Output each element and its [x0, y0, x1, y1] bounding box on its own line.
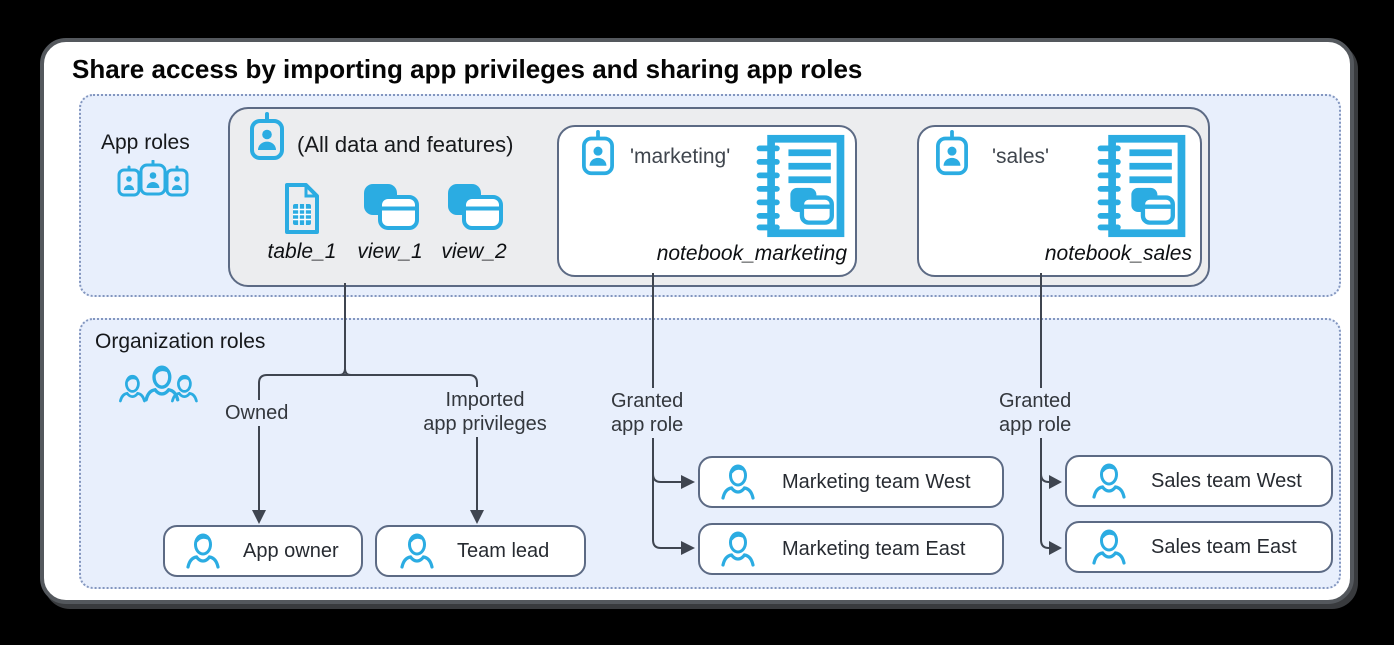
person-icon	[1092, 529, 1126, 565]
item-label: table_1	[267, 240, 337, 263]
person-icon	[400, 533, 434, 569]
person-icon	[186, 533, 220, 569]
org-role-label: Team lead	[457, 539, 550, 562]
org-role-box-marketing-team-east: Marketing team East	[698, 523, 1004, 575]
view-icon	[447, 184, 503, 230]
app-roles-label: App roles	[101, 131, 190, 154]
item-label: view_1	[357, 240, 423, 263]
edge-label-granted-marketing: Granted app role	[608, 388, 687, 438]
org-role-label: App owner	[243, 539, 339, 562]
edge-label-owned: Owned	[222, 400, 292, 426]
org-role-label: Marketing team West	[782, 470, 971, 493]
org-role-label: Marketing team East	[782, 537, 966, 560]
person-icon	[1092, 463, 1126, 499]
org-role-box-team-lead: Team lead	[375, 525, 586, 577]
notebook-icon	[1097, 134, 1186, 238]
privileges-caption: (All data and features)	[297, 132, 514, 157]
id-badge-icon	[936, 130, 968, 176]
person-icon	[721, 531, 755, 567]
id-badge-icon	[582, 130, 614, 176]
org-role-label: Sales team West	[1151, 469, 1302, 492]
org-role-box-sales-team-west: Sales team West	[1065, 455, 1333, 507]
notebook-label: notebook_sales	[1044, 242, 1192, 265]
org-roles-label: Organization roles	[95, 330, 266, 353]
diagram-title: Share access by importing app privileges…	[72, 54, 863, 84]
data-item-view1: view_1	[348, 182, 432, 264]
person-icon	[721, 464, 755, 500]
org-role-box-sales-team-east: Sales team East	[1065, 521, 1333, 573]
org-role-box-app-owner: App owner	[163, 525, 363, 577]
app-role-name: 'marketing'	[630, 145, 731, 168]
org-role-label: Sales team East	[1151, 535, 1297, 558]
item-label: view_2	[441, 240, 507, 263]
edge-label-granted-sales: Granted app role	[996, 388, 1075, 438]
data-item-view2: view_2	[432, 182, 516, 264]
data-item-table: table_1	[258, 182, 346, 264]
org-role-box-marketing-team-west: Marketing team West	[698, 456, 1004, 508]
notebook-label: notebook_marketing	[656, 242, 847, 265]
notebook-icon	[756, 134, 845, 238]
view-icon	[363, 184, 419, 230]
table-icon	[285, 183, 319, 234]
app-role-name: 'sales'	[992, 145, 1050, 168]
people-group-icon	[119, 365, 198, 403]
badge-group-icon	[117, 160, 189, 197]
edge-label-imported: Imported app privileges	[403, 387, 567, 437]
id-badge-icon	[250, 112, 284, 160]
